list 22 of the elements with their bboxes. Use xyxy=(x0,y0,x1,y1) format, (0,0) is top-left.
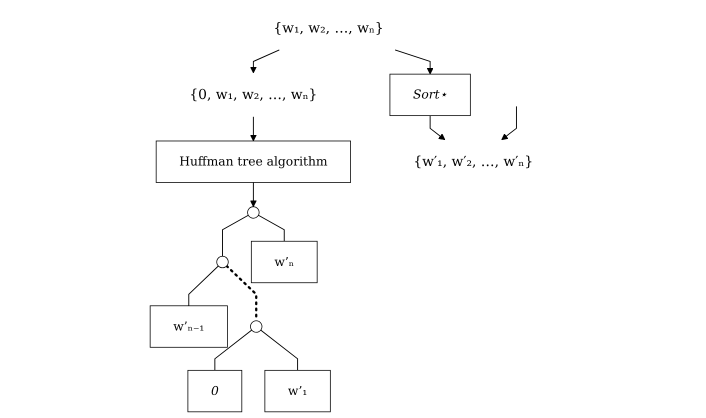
node-circle xyxy=(250,320,262,333)
node-box: w’₁ xyxy=(264,370,331,412)
connector xyxy=(258,214,284,242)
node-circle xyxy=(247,206,260,219)
connector xyxy=(214,330,252,371)
node-box: w’ₙ₋₁ xyxy=(150,305,228,348)
node-box: 0 xyxy=(187,370,242,412)
arrow xyxy=(429,115,446,140)
connector xyxy=(260,330,298,371)
node-text: {w₁, w₂, …, wₙ} xyxy=(273,20,384,36)
node-box: Huffman tree algorithm xyxy=(156,140,351,183)
node-text: {0, w₁, w₂, …, wₙ} xyxy=(189,86,318,103)
arrow xyxy=(250,116,257,142)
node-box: w’ₙ xyxy=(250,240,318,284)
arrow xyxy=(394,50,434,74)
arrow xyxy=(501,106,517,140)
node-text: {w′₁, w′₂, …, w′ₙ} xyxy=(413,154,533,170)
node-box: Sort⋆ xyxy=(389,74,471,116)
connector xyxy=(188,266,219,306)
arrow xyxy=(250,50,280,74)
arrow xyxy=(250,182,257,207)
node-circle xyxy=(216,256,228,268)
